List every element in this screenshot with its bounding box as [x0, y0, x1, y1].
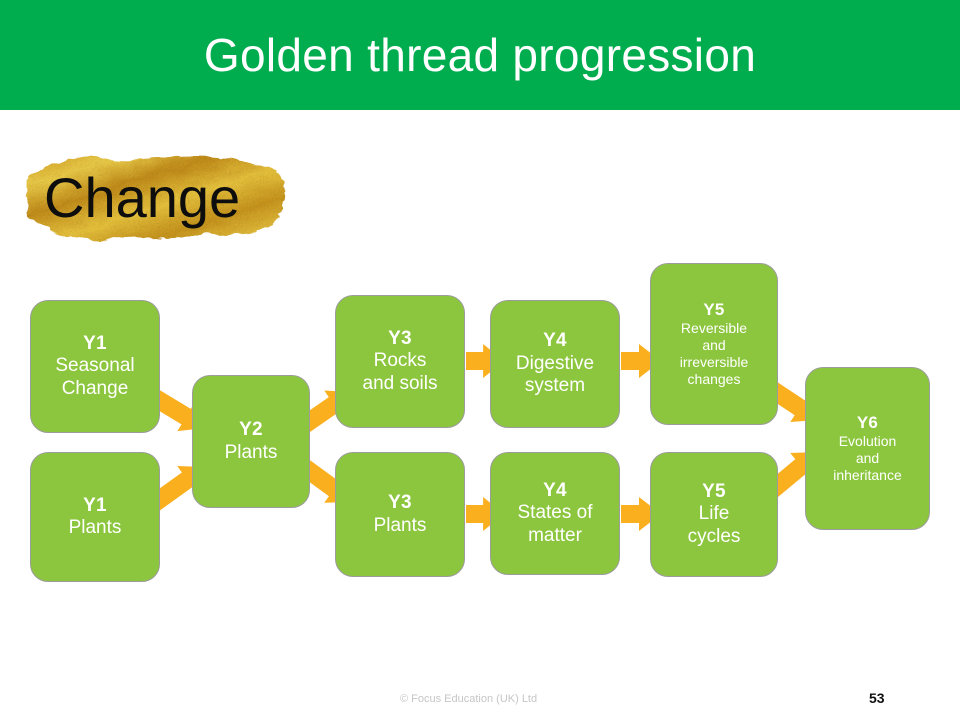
header-banner: Golden thread progression — [0, 0, 960, 110]
node-year-label: Y3 — [388, 492, 412, 514]
node-description: Life cycles — [687, 503, 741, 547]
node-year-label: Y5 — [703, 300, 725, 320]
node-description: Rocks and soils — [362, 350, 438, 394]
node-year-label: Y2 — [239, 419, 263, 441]
node-description: States of matter — [517, 502, 593, 546]
node-description: Plants — [373, 514, 427, 536]
node-year-label: Y1 — [83, 494, 107, 516]
node-description: Seasonal Change — [55, 355, 135, 399]
footer-copyright: © Focus Education (UK) Ltd — [400, 693, 538, 705]
page-number: 53 — [869, 690, 885, 706]
node-year-label: Y5 — [702, 480, 726, 502]
page-title: Golden thread progression — [203, 29, 757, 81]
topic-heading: Change — [22, 144, 292, 252]
node-description: Reversible and irreversible changes — [679, 320, 749, 387]
node-year-label: Y4 — [543, 330, 567, 352]
node-description: Plants — [224, 441, 278, 463]
node-year-label: Y4 — [543, 479, 567, 501]
node-year-label: Y6 — [856, 413, 879, 433]
node-description: Plants — [68, 517, 122, 538]
node-description: Evolution and inheritance — [833, 433, 902, 483]
node-year-label: Y3 — [388, 327, 412, 349]
gold-brush-stroke-icon — [25, 156, 286, 240]
node-year-label: Y1 — [83, 332, 107, 354]
topic-label: Change — [44, 166, 241, 229]
node-description: Digestive system — [515, 352, 595, 397]
